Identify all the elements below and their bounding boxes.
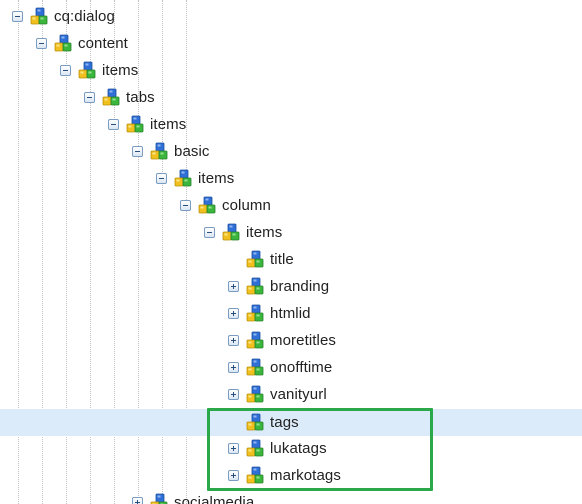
tree-node-label[interactable]: htmlid [270, 305, 311, 322]
tree-node-label[interactable]: title [270, 251, 294, 268]
expand-icon[interactable] [228, 389, 239, 400]
tree-node-items-3[interactable]: items [156, 165, 234, 192]
annotation-highlight-box [207, 408, 433, 491]
collapse-icon[interactable] [180, 200, 191, 211]
node-cubes-icon [125, 115, 145, 135]
expand-icon[interactable] [132, 497, 143, 504]
tree-guide-line [18, 0, 19, 504]
tree-guide-line [138, 0, 139, 504]
tree-node-tabs[interactable]: tabs [84, 84, 155, 111]
node-cubes-icon [173, 169, 193, 189]
tree-node-branding[interactable]: branding [228, 273, 329, 300]
collapse-icon[interactable] [60, 65, 71, 76]
tree-guide-line [66, 0, 67, 504]
node-cubes-icon [29, 7, 49, 27]
tree-node-htmlid[interactable]: htmlid [228, 300, 311, 327]
tree-node-label[interactable]: items [198, 170, 235, 187]
tree-node-label[interactable]: vanityurl [270, 386, 327, 403]
tree-guide-line [90, 0, 91, 504]
tree-node-label[interactable]: markotags [270, 467, 341, 484]
expand-icon[interactable] [228, 281, 239, 292]
tree-node-basic[interactable]: basic [132, 138, 210, 165]
collapse-icon[interactable] [156, 173, 167, 184]
node-cubes-icon [245, 439, 265, 459]
tree-node-label[interactable]: cq:dialog [54, 8, 115, 25]
node-cubes-icon [149, 493, 169, 504]
tree-node-label[interactable]: branding [270, 278, 330, 295]
tree-guide-line [162, 0, 163, 504]
tree-guide-line [42, 0, 43, 504]
tree-node-label[interactable]: column [222, 197, 271, 214]
node-cubes-icon [245, 385, 265, 405]
node-cubes-icon [245, 358, 265, 378]
expand-icon[interactable] [228, 362, 239, 373]
node-cubes-icon [245, 304, 265, 324]
tree-node-label[interactable]: content [78, 35, 128, 52]
tree-node-socialmedia[interactable]: socialmedia [132, 489, 254, 504]
tree-node-label[interactable]: onofftime [270, 359, 333, 376]
node-cubes-icon [221, 223, 241, 243]
tree-node-label[interactable]: basic [174, 143, 210, 160]
node-cubes-icon [77, 61, 97, 81]
collapse-icon[interactable] [132, 146, 143, 157]
tree-node-label[interactable]: tags [270, 414, 299, 431]
tree-node-column[interactable]: column [180, 192, 271, 219]
tree-node-title[interactable]: title [228, 246, 294, 273]
tree-guide-line [186, 0, 187, 504]
expand-icon[interactable] [228, 470, 239, 481]
tree-node-label[interactable]: tabs [126, 89, 155, 106]
node-cubes-icon [245, 277, 265, 297]
collapse-icon[interactable] [12, 11, 23, 22]
node-cubes-icon [53, 34, 73, 54]
expand-icon[interactable] [228, 443, 239, 454]
selected-row-highlight [0, 409, 582, 436]
collapse-icon[interactable] [36, 38, 47, 49]
tree-guide-line [114, 0, 115, 504]
collapse-icon[interactable] [84, 92, 95, 103]
expand-icon[interactable] [228, 335, 239, 346]
node-cubes-icon [245, 331, 265, 351]
tree-node-label[interactable]: items [150, 116, 187, 133]
tree-node-onofftime[interactable]: onofftime [228, 354, 332, 381]
tree-node-moretitles[interactable]: moretitles [228, 327, 336, 354]
node-cubes-icon [245, 413, 265, 433]
tree-node-items-1[interactable]: items [60, 57, 138, 84]
collapse-icon[interactable] [204, 227, 215, 238]
tree-node-markotags[interactable]: markotags [228, 462, 341, 489]
tree-node-label[interactable]: moretitles [270, 332, 337, 349]
tree-node-tags[interactable]: tags [228, 409, 299, 436]
tree-node-label[interactable]: items [102, 62, 139, 79]
node-cubes-icon [149, 142, 169, 162]
node-cubes-icon [245, 250, 265, 270]
tree-node-cq-dialog[interactable]: cq:dialog [12, 3, 115, 30]
node-cubes-icon [245, 466, 265, 486]
collapse-icon[interactable] [108, 119, 119, 130]
tree-node-label[interactable]: items [246, 224, 283, 241]
toggle-spacer [228, 254, 239, 265]
expand-icon[interactable] [228, 308, 239, 319]
node-cubes-icon [101, 88, 121, 108]
tree-node-lukatags[interactable]: lukatags [228, 435, 327, 462]
tree-node-label[interactable]: lukatags [270, 440, 327, 457]
tree-node-content[interactable]: content [36, 30, 128, 57]
node-cubes-icon [197, 196, 217, 216]
tree-node-items-2[interactable]: items [108, 111, 186, 138]
tree-node-vanityurl[interactable]: vanityurl [228, 381, 327, 408]
tree-node-label[interactable]: socialmedia [174, 494, 255, 504]
tree-node-items-4[interactable]: items [204, 219, 282, 246]
